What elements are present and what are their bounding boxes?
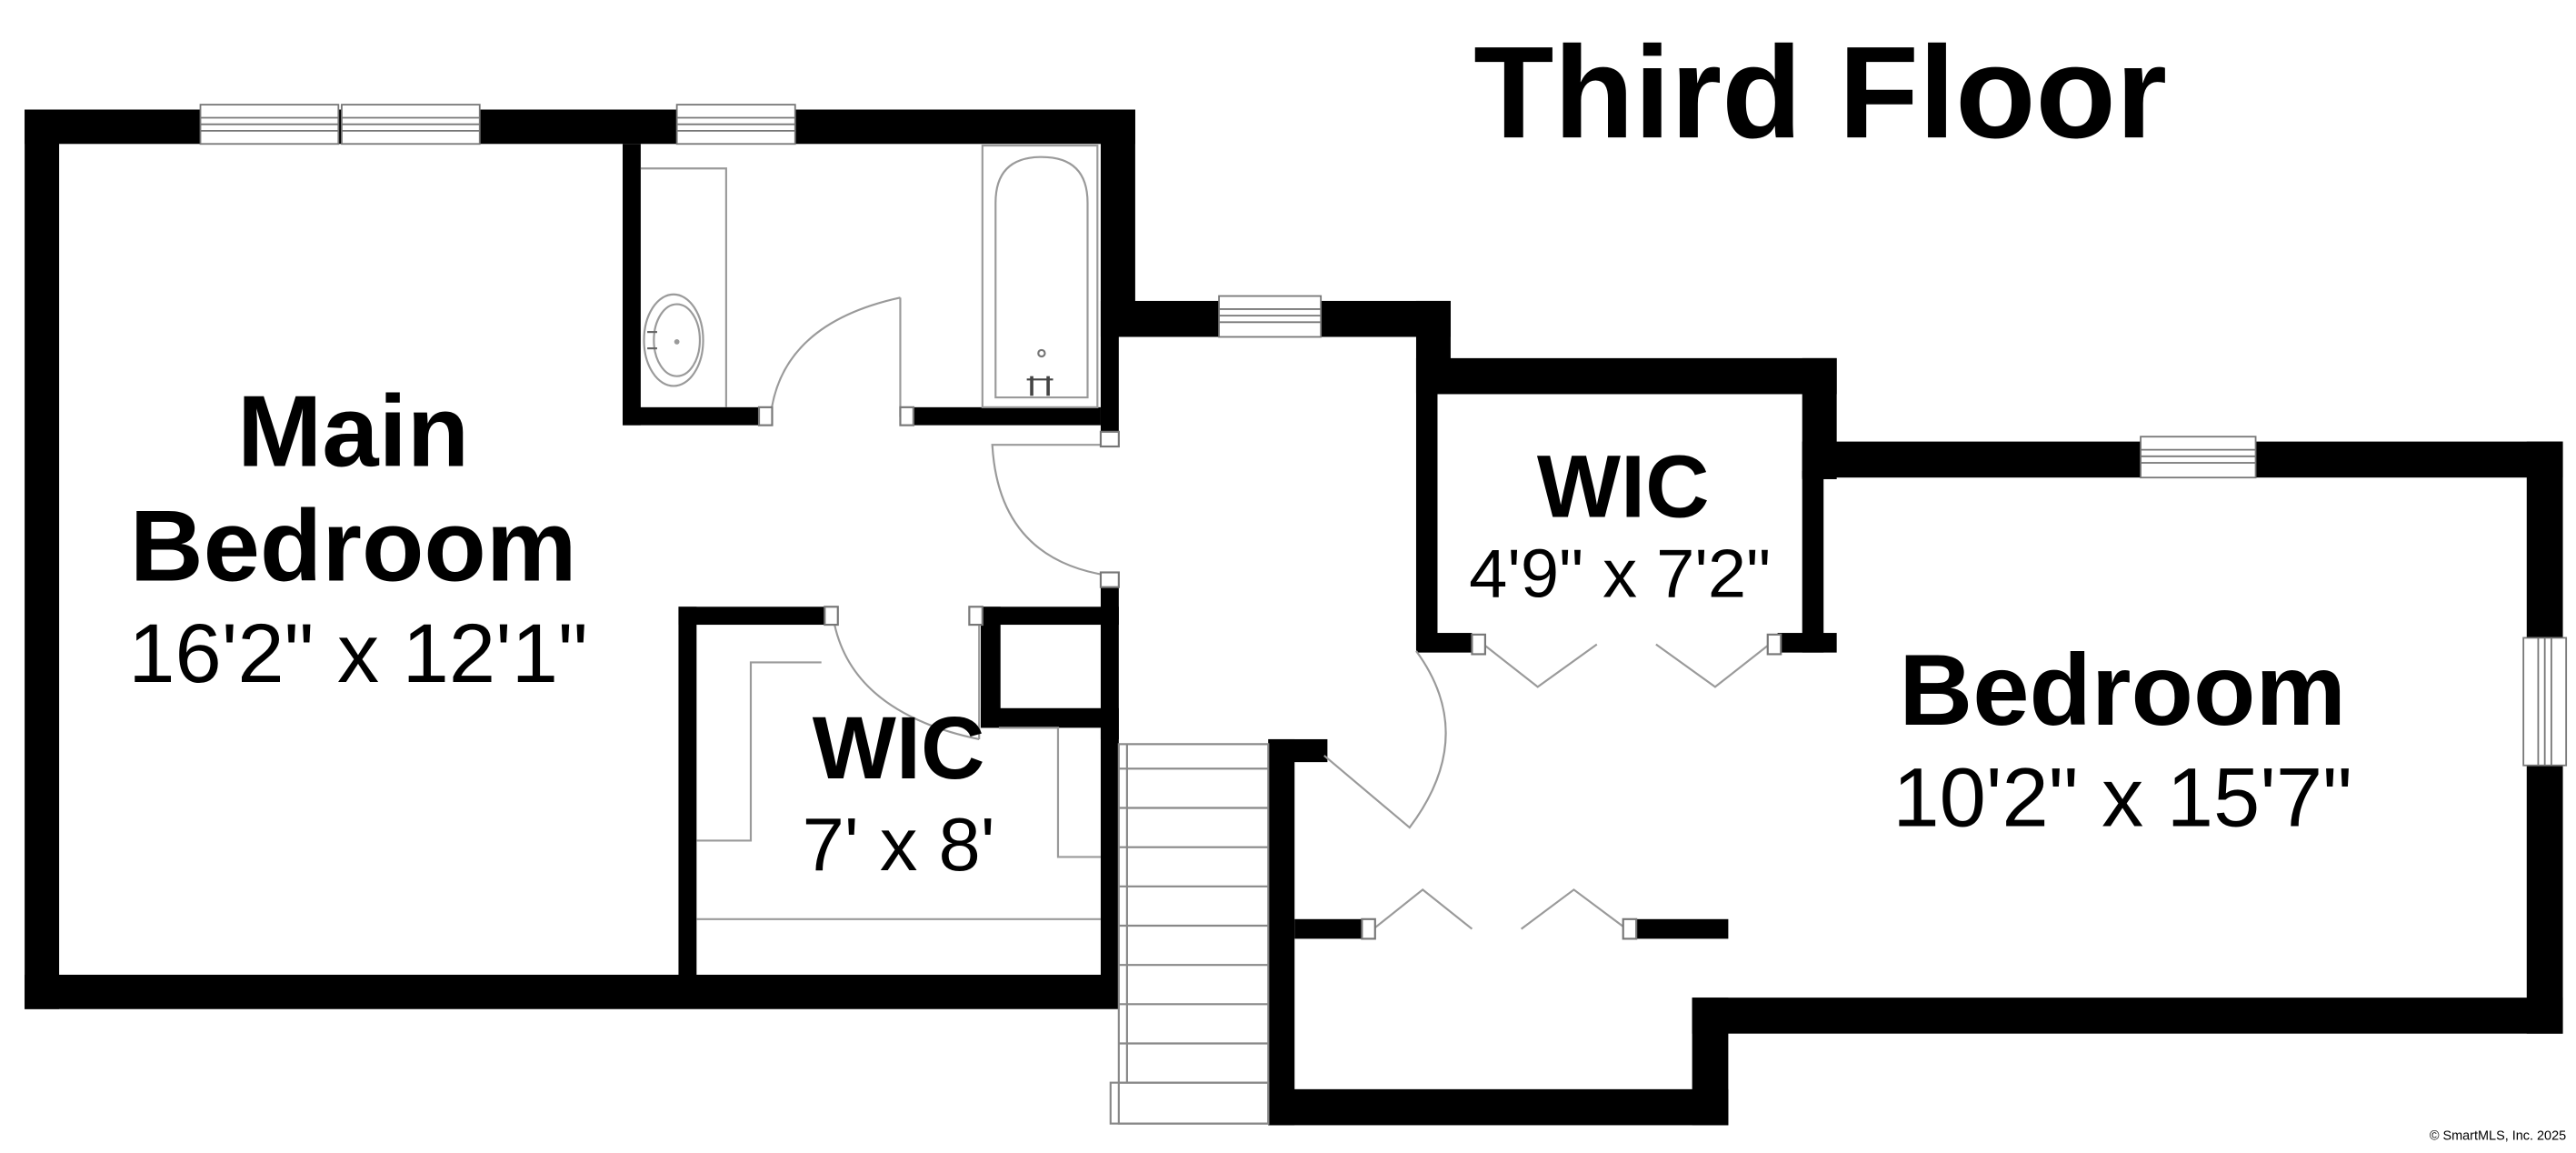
closet-bifold-left [1373,888,1473,930]
sink-basin [653,303,702,377]
wall-top-left [25,109,1135,145]
wall-right-bath [1100,109,1135,306]
bath-door-swing [769,296,901,417]
bathtub-icon [981,144,1099,408]
windows [199,104,2568,767]
room-dimensions: 10'2" x 15'7" [1892,751,2351,844]
wall-bedroom-bottom [1692,998,2563,1034]
bathtub-basin [994,155,1089,399]
room-wic-2: WIC 4'9" x 7'2" [1469,437,1771,613]
window-bath [675,104,796,145]
wall-wic1-top-b [981,607,1119,626]
wall-stair-right [1268,738,1295,1126]
wall-bath-bottom-a [623,406,771,426]
room-name-line: Main [237,375,469,488]
room-name-line: WIC [1537,437,1710,536]
wic1-shelf-right [998,727,1101,858]
wall-stair-top-stub [1268,738,1328,763]
room-bedroom: Bedroom 10'2" x 15'7" [1892,633,2351,844]
wall-wic1-left [678,607,697,983]
room-name-line: Bedroom [1899,633,2346,747]
room-wic-1: WIC 7' x 8' [803,698,995,886]
sink-icon [643,293,704,387]
window-bedroom-top [2140,436,2257,479]
wall-left [25,109,60,1009]
wall-wic1-right-lower [1100,727,1119,982]
wic2-bifold-right [1655,643,1771,688]
room-name-line: Bedroom [130,489,577,603]
wall-chase-bottom [981,707,1119,728]
room-main-bedroom: Main Bedroom 16'2" x 12'1" [128,375,587,700]
staircase [1109,743,1270,1125]
room-dimensions: 4'9" x 7'2" [1469,536,1771,613]
closet-bifold-right [1520,888,1627,930]
page-title: Third Floor [1473,18,2167,165]
wall-wic1-top-a [678,607,827,626]
wall-closet-top-a [1294,918,1364,939]
window-main-2 [341,104,481,145]
wall-wic2-top [1415,357,1837,395]
wall-bath-bottom-b [913,406,1101,426]
copyright-text: © SmartMLS, Inc. 2025 [2430,1129,2566,1144]
bedroom-door-swing [1323,650,1447,829]
wall-wic2-bottom-a [1415,633,1473,653]
window-hall [1218,295,1323,338]
wall-bath-divider [1100,306,1119,446]
fixtures [640,144,1782,1125]
main-bedroom-door-swing [991,444,1110,577]
wic2-bifold-left [1483,643,1598,688]
wall-wic2-right-lower [1802,470,1824,653]
wall-bottom-left [25,974,1119,1009]
wic1-shelf-left [696,661,822,842]
room-dimensions: 16'2" x 12'1" [128,607,587,700]
wall-wic1-right [1100,576,1119,739]
wall-bottom-closet [1268,1088,1729,1126]
window-bedroom-right [2522,637,2568,767]
room-name-line: WIC [813,698,985,797]
window-main-1 [199,104,340,145]
wall-wic2-left [1415,357,1438,650]
vanity-counter [640,167,727,407]
wall-bath-left [623,144,641,426]
wall-closet-top-b [1632,918,1729,939]
wic1-door-swing [834,624,980,741]
wall-chase-left [981,607,1001,728]
room-dimensions: 7' x 8' [803,802,995,887]
